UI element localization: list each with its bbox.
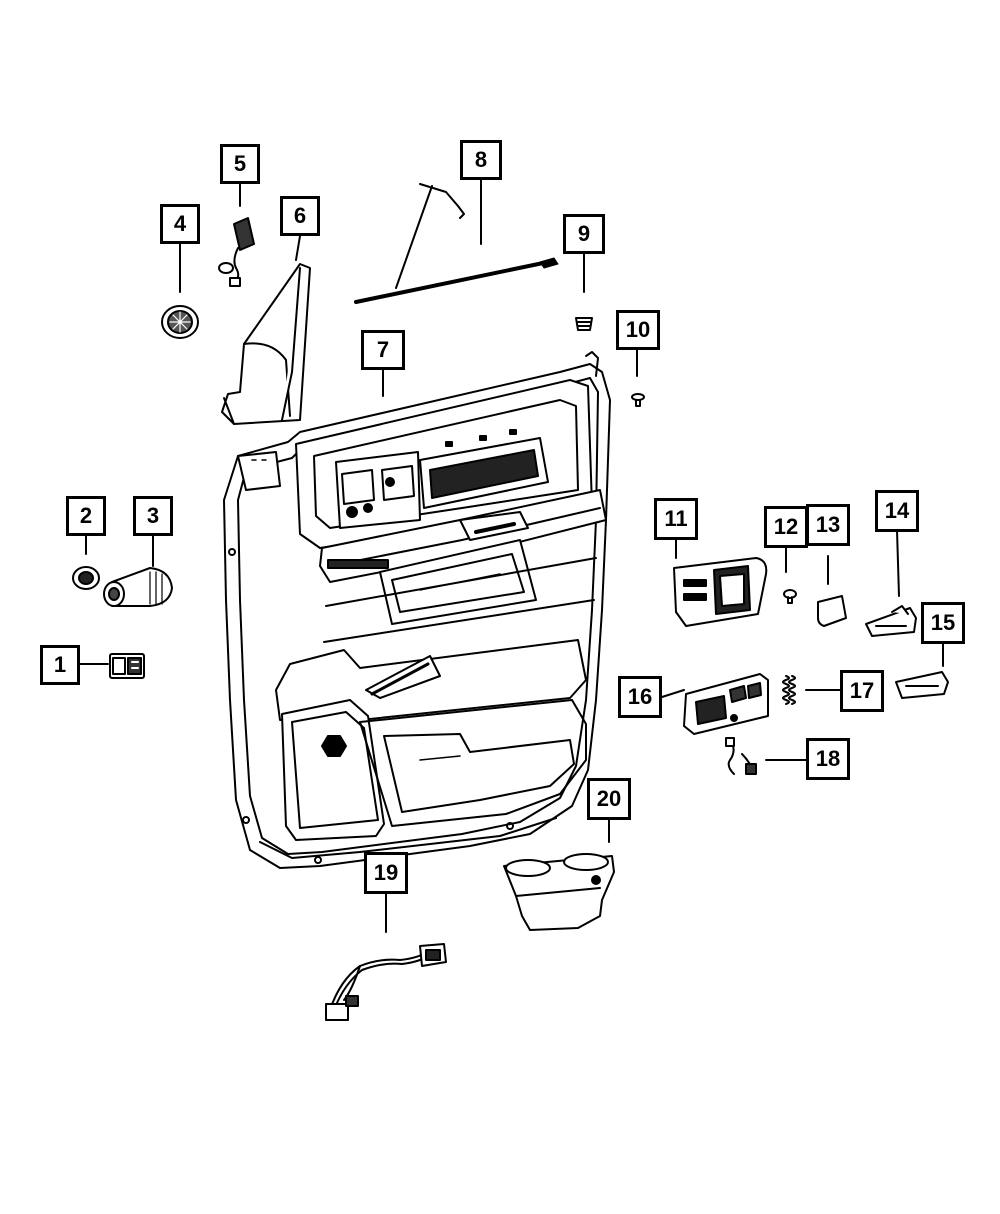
part-11-handle-bezel	[673, 557, 768, 627]
callout-2[interactable]: 2	[66, 496, 106, 536]
part-3-knob	[103, 567, 173, 607]
callout-4[interactable]: 4	[160, 204, 200, 244]
callout-13[interactable]: 13	[806, 504, 850, 546]
callout-15[interactable]: 15	[921, 602, 965, 644]
leader-lines	[79, 179, 944, 933]
callout-9[interactable]: 9	[563, 214, 605, 254]
part-12-screw	[783, 589, 797, 604]
callout-16[interactable]: 16	[618, 676, 662, 718]
callout-3[interactable]: 3	[133, 496, 173, 536]
part-6-sail-trim	[221, 263, 311, 425]
callout-18[interactable]: 18	[806, 738, 850, 780]
callout-7[interactable]: 7	[361, 330, 405, 370]
part-10-pin	[631, 393, 645, 407]
part-8-rod	[354, 183, 559, 304]
callout-12[interactable]: 12	[764, 506, 808, 548]
callout-20[interactable]: 20	[587, 778, 631, 820]
part-4-speaker	[161, 305, 199, 339]
part-13-cover	[817, 595, 847, 627]
part-1-switch	[109, 653, 145, 679]
part-19-harness	[325, 943, 447, 1021]
part-5-sensor	[218, 217, 255, 287]
part-17-spring	[782, 675, 796, 705]
callout-14[interactable]: 14	[875, 490, 919, 532]
callout-1[interactable]: 1	[40, 645, 80, 685]
part-15-handle	[895, 671, 949, 699]
part-16-switch-bezel	[683, 673, 769, 735]
part-20-cup-holder	[503, 853, 615, 931]
callout-17[interactable]: 17	[840, 670, 884, 712]
part-14-handle	[865, 605, 917, 637]
callout-8[interactable]: 8	[460, 140, 502, 180]
part-7-door-trim-panel	[223, 351, 611, 869]
callout-11[interactable]: 11	[654, 498, 698, 540]
callout-6[interactable]: 6	[280, 196, 320, 236]
part-2-bezel	[72, 566, 100, 590]
part-9-clip	[575, 317, 593, 331]
callout-19[interactable]: 19	[364, 852, 408, 894]
part-18-wire	[725, 737, 757, 775]
callout-10[interactable]: 10	[616, 310, 660, 350]
callout-5[interactable]: 5	[220, 144, 260, 184]
